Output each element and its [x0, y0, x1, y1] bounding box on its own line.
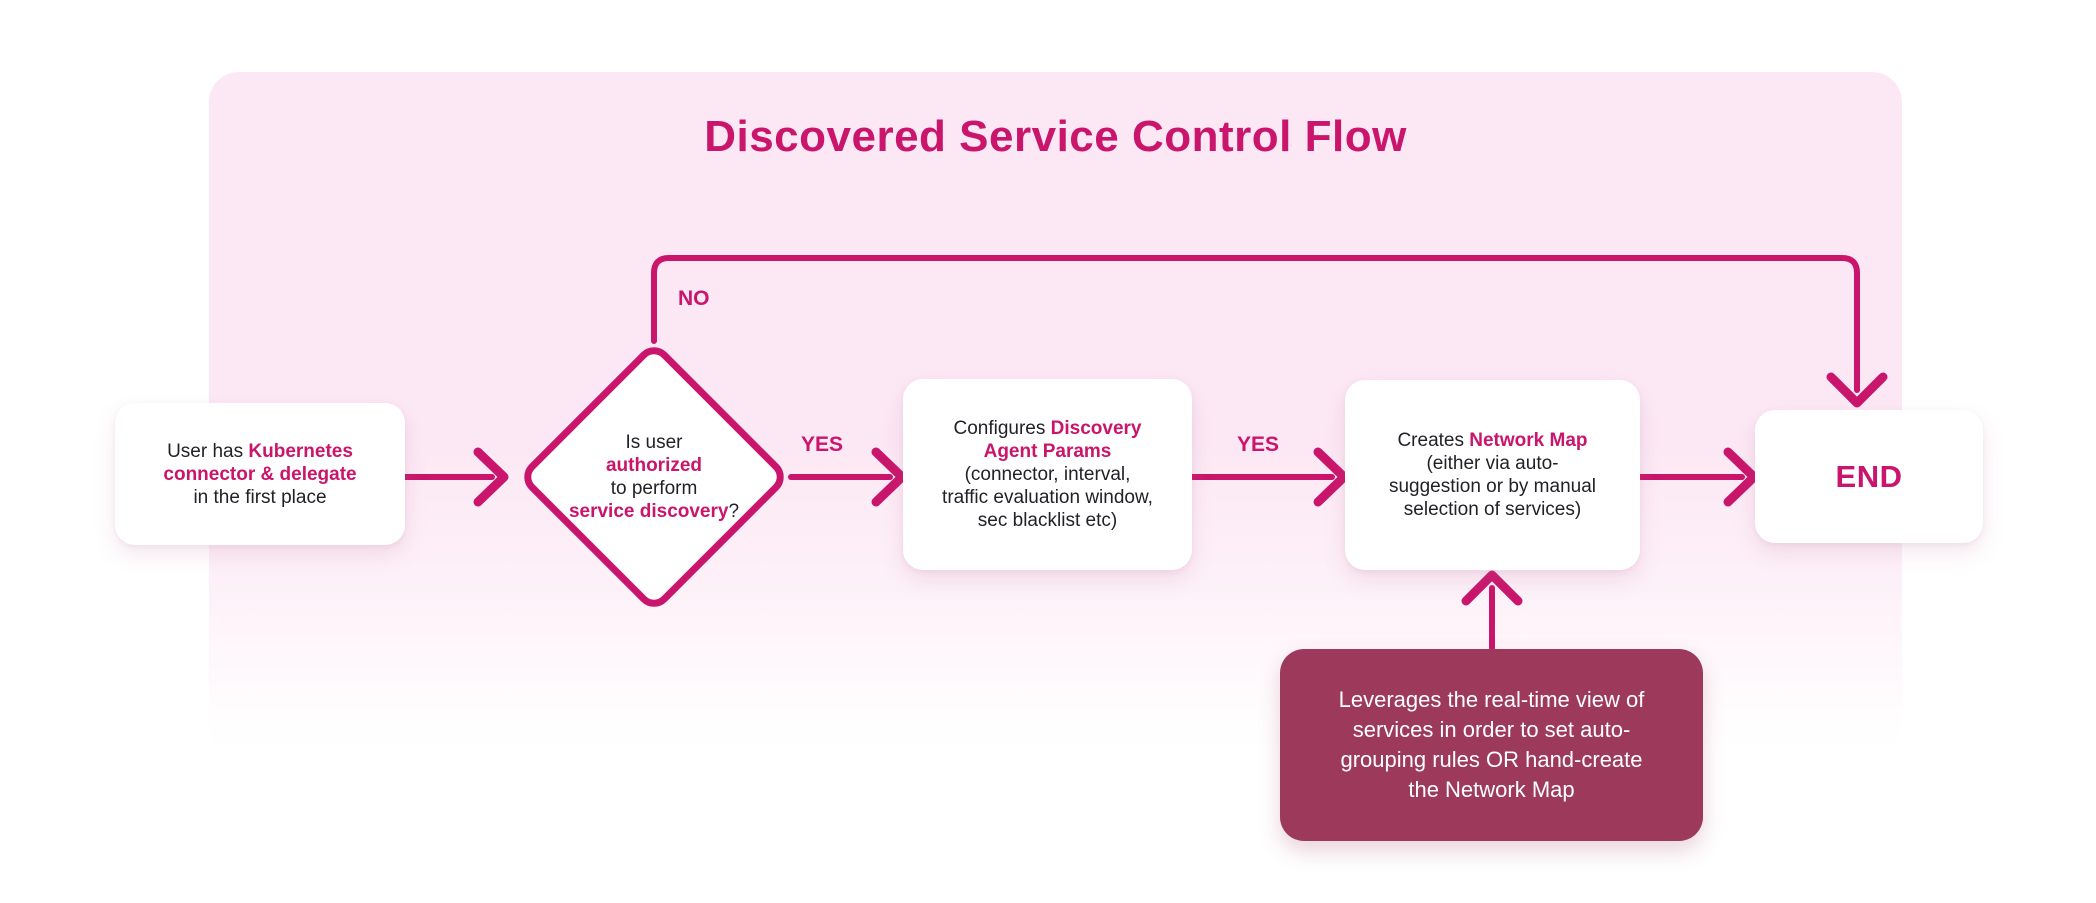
edge-label-no: NO — [678, 287, 710, 310]
node-create-network-map: Creates Network Map(either via auto-sugg… — [1345, 380, 1640, 570]
arrow-yes-configure-to-create — [1189, 447, 1349, 507]
arrow-start-to-decision — [402, 447, 509, 507]
arrow-create-to-end — [1637, 447, 1759, 507]
edge-label-yes-2: YES — [1237, 433, 1280, 456]
arrow-no-loop-to-end — [651, 255, 1888, 408]
arrow-note-to-create — [1461, 570, 1523, 651]
node-create-text: Creates Network Map(either via auto-sugg… — [1388, 430, 1596, 520]
diagram-title: Discovered Service Control Flow — [704, 112, 1407, 161]
node-end: END — [1755, 410, 1983, 543]
node-end-label: END — [1835, 458, 1903, 494]
arrow-yes-decision-to-configure — [788, 447, 907, 507]
edge-label-yes-1: YES — [801, 433, 844, 456]
